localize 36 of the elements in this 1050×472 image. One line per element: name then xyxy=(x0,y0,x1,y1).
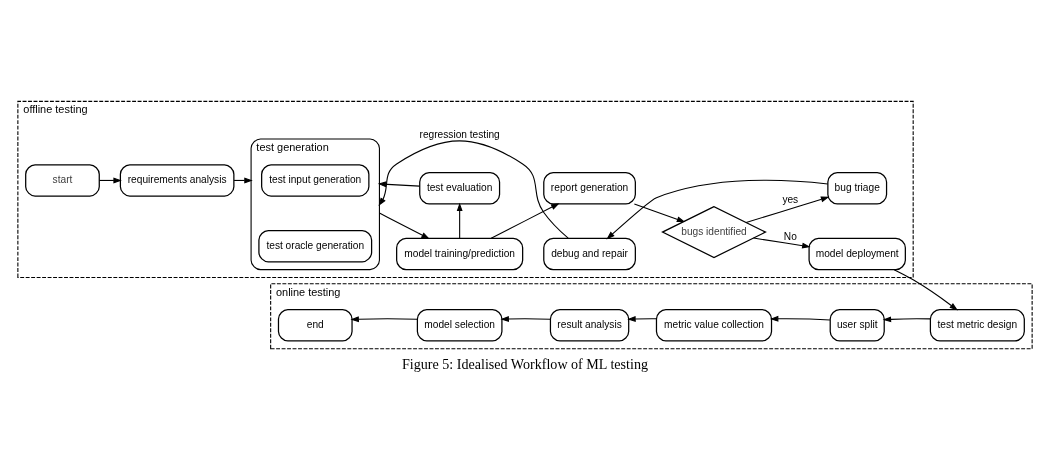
arrow xyxy=(500,315,551,322)
edge-label: regression testing xyxy=(419,129,500,141)
node-box: model selection xyxy=(416,308,503,342)
arrow xyxy=(745,196,830,224)
node-box: test metric design xyxy=(929,308,1025,342)
arrow xyxy=(490,203,560,239)
node-diamond: bugs identified xyxy=(661,205,767,259)
arrow xyxy=(377,181,421,188)
arrow xyxy=(378,140,569,239)
arrow xyxy=(769,315,831,322)
edge-label: No xyxy=(783,231,797,243)
node-box: metric value collection xyxy=(655,308,773,342)
arrow xyxy=(627,316,657,322)
arrow xyxy=(882,316,931,323)
node-box: start xyxy=(25,164,100,197)
edge-label: yes xyxy=(782,194,799,206)
arrow xyxy=(378,212,430,239)
node-box: model training/prediction xyxy=(396,237,524,271)
arrow xyxy=(456,202,463,239)
arrow xyxy=(606,179,829,240)
arrow xyxy=(350,316,418,323)
node-box: test evaluation xyxy=(419,172,501,205)
node-box: requirements analysis xyxy=(119,164,235,197)
node-box: test oracle generation xyxy=(258,229,373,263)
arrow xyxy=(633,203,686,223)
node-box: result analysis xyxy=(549,308,630,342)
arrow xyxy=(893,269,958,311)
arrow xyxy=(752,237,811,249)
node-box: test input generation xyxy=(261,164,370,197)
node-box: user split xyxy=(829,308,885,342)
node-box: end xyxy=(277,308,353,342)
node-box: bug triage xyxy=(827,172,888,205)
node-box: debug and repair xyxy=(543,237,636,271)
node-box: model deployment xyxy=(808,237,906,271)
node-box: report generation xyxy=(543,172,636,205)
caption: Figure 5: Idealised Workflow of ML testing xyxy=(402,356,648,373)
